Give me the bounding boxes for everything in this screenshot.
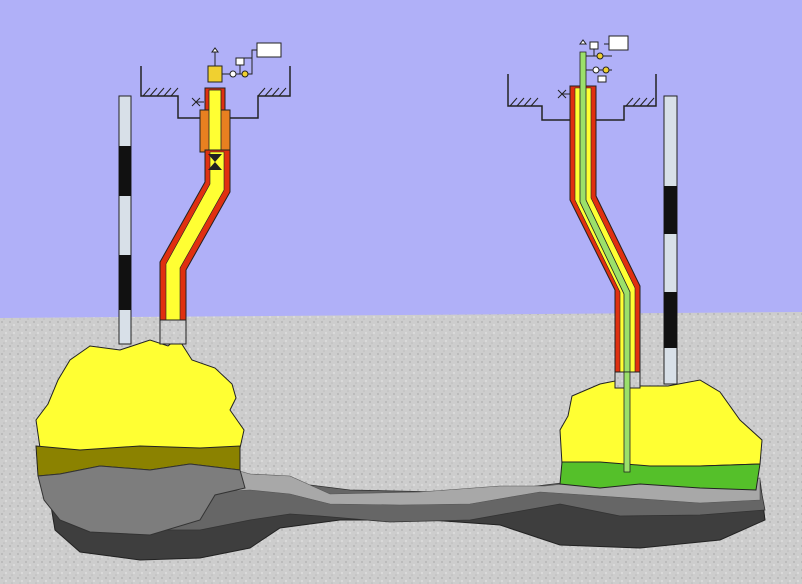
right-cavern-brine — [560, 462, 760, 490]
right-shaft-tubing — [624, 372, 630, 472]
right-instrument-box-icon — [609, 36, 628, 50]
right-measuring-pole — [664, 96, 677, 384]
left-instrument-box-icon — [257, 43, 281, 57]
left-measuring-pole — [119, 96, 131, 344]
left-shaft — [160, 320, 186, 344]
